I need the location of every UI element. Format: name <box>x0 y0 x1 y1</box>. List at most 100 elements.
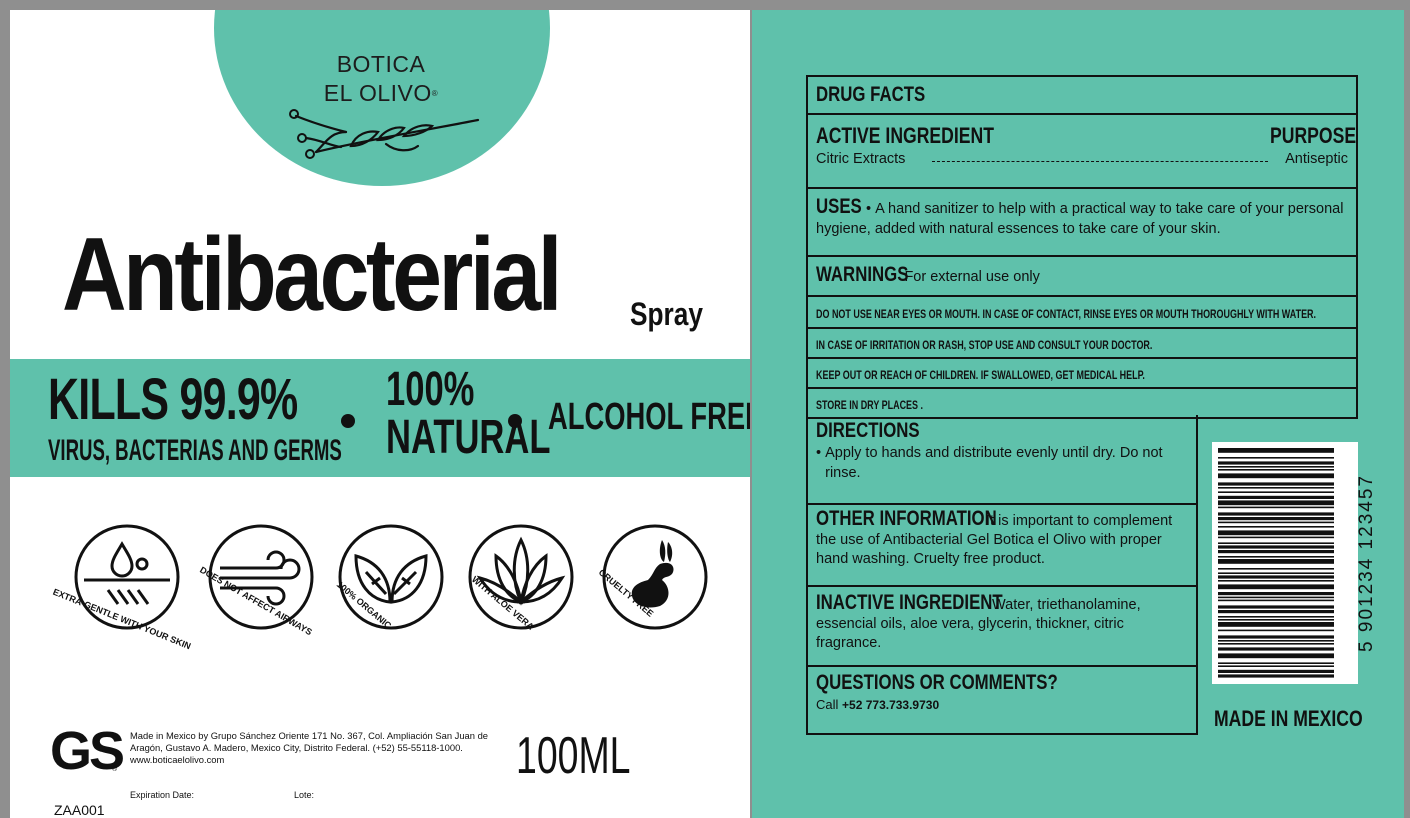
front-label-panel: BOTICA EL OLIVO® Antibacterial Spray KIL… <box>10 10 750 818</box>
barcode-bar <box>1218 599 1334 602</box>
barcode-bar <box>1218 575 1334 579</box>
barcode-bar <box>1218 495 1334 499</box>
registered-mark: ® <box>431 89 439 98</box>
barcode-bar <box>1218 482 1334 486</box>
expiration-date-label: Expiration Date: <box>130 790 195 800</box>
barcode-bar <box>1218 521 1334 524</box>
barcode-bar <box>1218 500 1334 506</box>
brand-logo: BOTICA EL OLIVO® <box>258 50 504 108</box>
product-code: ZAA001 <box>54 802 105 818</box>
barcode-bar <box>1218 580 1334 582</box>
uses-row: USES • A hand sanitizer to help with a p… <box>808 189 1356 257</box>
barcode-bar <box>1218 619 1334 621</box>
natural-line-1: 100% <box>386 363 475 416</box>
website-link[interactable]: www.boticaelolivo.com <box>130 754 225 765</box>
leaves-icon <box>338 524 444 630</box>
barcode-bar <box>1218 545 1334 549</box>
brand-line-1: BOTICA <box>336 51 426 77</box>
directions-item: • Apply to hands and distribute evenly u… <box>816 443 1188 483</box>
barcode-bar <box>1218 584 1334 590</box>
inactive-ingredient-heading: INACTIVE INGREDIENT <box>816 591 1003 614</box>
drug-facts-lower-box: DIRECTIONS • Apply to hands and distribu… <box>806 415 1198 735</box>
active-ingredient-row: ACTIVE INGREDIENT PURPOSE Citric Extract… <box>808 115 1356 189</box>
other-information-text: It is important to complement the use of… <box>816 513 1173 567</box>
barcode-bar <box>1218 572 1334 574</box>
warnings-row: WARNINGS For external use only <box>808 257 1356 297</box>
barcode-bar <box>1218 526 1334 528</box>
alcohol-free-claim: ALCOHOL FREE <box>548 396 750 438</box>
wind-icon <box>208 524 314 630</box>
warnings-text: For external use only <box>904 269 1040 285</box>
barcode-bar <box>1218 669 1334 673</box>
badge-extra-gentle: EXTRA-GENTLE WITH YOUR SKIN <box>52 522 192 651</box>
natural-claim: 100% NATURAL <box>386 363 550 462</box>
other-information-row: OTHER INFORMATION It is important to com… <box>808 505 1196 587</box>
barcode-bar <box>1218 512 1334 516</box>
badge-aloe: WITH ALOE VERA <box>466 522 576 632</box>
badge-cruelty-free: CRUELTY FREE <box>597 522 710 632</box>
active-ingredient-value: Citric Extracts <box>816 151 906 167</box>
purpose-heading: PURPOSE <box>1270 123 1357 148</box>
barcode-bar <box>1218 643 1334 645</box>
barcode-bar <box>1218 653 1334 659</box>
questions-heading: QUESTIONS OR COMMENTS? <box>816 671 1058 694</box>
barcode-bar <box>1218 550 1334 554</box>
barcode-bar <box>1218 536 1334 539</box>
warning-line-row: IN CASE OF IRRITATION OR RASH, STOP USE … <box>808 329 1356 359</box>
barcode-bars <box>1218 448 1334 678</box>
barcode-bar <box>1218 665 1334 667</box>
gs-logo: GS <box>50 721 125 781</box>
product-subtitle: Spray <box>630 296 703 332</box>
barcode-bar <box>1218 605 1334 609</box>
product-title: Antibacterial <box>62 216 640 335</box>
directions-row: DIRECTIONS • Apply to hands and distribu… <box>808 415 1196 505</box>
warning-line: STORE IN DRY PLACES . <box>816 400 924 412</box>
directions-heading: DIRECTIONS <box>816 419 920 442</box>
drug-facts-title-row: DRUG FACTS <box>808 77 1356 115</box>
badge-airways: DOES NOT AFFECT AIRWAYS <box>198 522 316 637</box>
brand-line-2: EL OLIVO <box>323 80 432 106</box>
barcode-bar <box>1218 506 1334 509</box>
drug-facts-box: DRUG FACTS ACTIVE INGREDIENT PURPOSE Cit… <box>806 75 1358 419</box>
barcode-bar <box>1218 530 1334 536</box>
uses-text: A hand sanitizer to help with a practica… <box>816 201 1344 237</box>
inactive-ingredient-text: Water, triethanolamine, essencial oils, … <box>816 597 1141 651</box>
barcode-bar <box>1218 629 1334 632</box>
made-in-mexico: MADE IN MEXICO <box>1214 706 1363 731</box>
rabbit-icon <box>602 524 708 630</box>
barcode-bar <box>1218 640 1334 642</box>
barcode-bar <box>1218 592 1334 596</box>
warning-line: IN CASE OF IRRITATION OR RASH, STOP USE … <box>816 340 1153 352</box>
barcode-bar <box>1218 461 1334 465</box>
barcode: 5 901234 123457 <box>1212 442 1377 684</box>
back-label-panel: DRUG FACTS ACTIVE INGREDIENT PURPOSE Cit… <box>752 10 1404 818</box>
leader-line <box>932 161 1268 162</box>
barcode-bar <box>1218 674 1334 678</box>
volume: 100ML <box>516 727 631 785</box>
kills-claim: KILLS 99.9% <box>48 367 298 432</box>
purpose-value: Antiseptic <box>1285 151 1348 167</box>
bullet-icon: • <box>862 201 876 217</box>
barcode-bar <box>1218 647 1334 651</box>
barcode-number-wrap: 5 901234 123457 <box>1336 446 1377 680</box>
warning-line: DO NOT USE NEAR EYES OR MOUTH. IN CASE O… <box>816 309 1317 321</box>
barcode-bar <box>1218 610 1334 614</box>
lote-label: Lote: <box>294 790 315 800</box>
barcode-bar <box>1218 596 1334 599</box>
bullet-dot <box>508 414 522 428</box>
barcode-bar <box>1218 448 1334 453</box>
barcode-bar <box>1218 491 1334 493</box>
phone-number[interactable]: +52 773.733.9730 <box>842 698 940 712</box>
badge-organic: 100% ORGANIC <box>335 522 446 632</box>
call-label: Call <box>816 697 839 712</box>
barcode-bar <box>1218 466 1334 468</box>
barcode-bar <box>1218 487 1334 489</box>
barcode-bar <box>1218 473 1334 479</box>
product-title-text: Antibacterial <box>62 217 562 333</box>
registered-mark: ® <box>112 766 118 773</box>
aloe-icon <box>468 524 574 630</box>
olive-branch-icon <box>289 109 480 159</box>
warning-line: KEEP OUT OR REACH OF CHILDREN. IF SWALLO… <box>816 370 1145 382</box>
questions-row: QUESTIONS OR COMMENTS? Call +52 773.733.… <box>808 667 1196 733</box>
active-ingredient-line: Citric Extracts Antiseptic <box>816 151 1348 173</box>
